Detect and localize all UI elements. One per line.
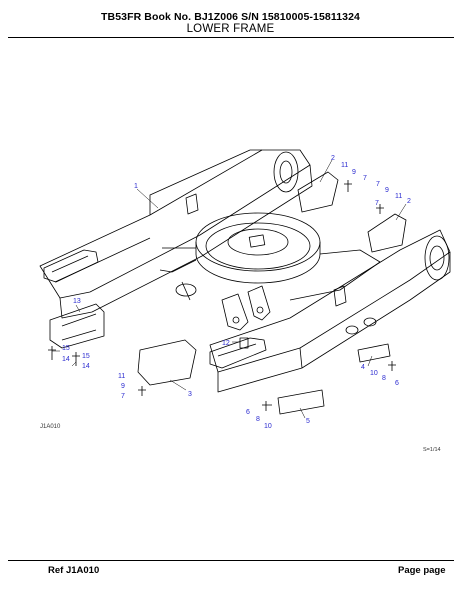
left-side-frame	[39, 149, 311, 299]
callout-2: 2	[331, 155, 335, 162]
bottom-divider	[8, 560, 454, 561]
callout-15: 15	[62, 345, 70, 352]
callout-6: 6	[395, 380, 399, 387]
drive-motor-housing-right	[424, 235, 450, 281]
footer-page: Page page	[398, 565, 446, 576]
bolt-stack-bracket	[48, 346, 80, 366]
swing-bearing-ring	[195, 212, 321, 272]
blade-lug-left	[221, 293, 249, 331]
callout-11: 11	[395, 193, 402, 200]
right-idler-guard	[209, 337, 267, 369]
header-subtitle: LOWER FRAME	[186, 23, 275, 35]
callout-6: 6	[246, 409, 250, 416]
callout-2: 2	[407, 198, 411, 205]
right-side-frame-bottom	[217, 252, 451, 393]
callout-7: 7	[376, 181, 380, 188]
callout-14: 14	[82, 363, 90, 370]
bolt-stack-cover-5	[262, 401, 272, 411]
bolt-stack-left-cover	[138, 386, 146, 396]
callout-10: 10	[370, 370, 378, 377]
motor-cover-right	[367, 213, 407, 253]
callout-1: 1	[134, 183, 138, 190]
side-cover-5	[277, 389, 325, 415]
side-cover-4	[357, 343, 391, 363]
frame-linework	[39, 149, 451, 415]
part-callouts: 1 2 2 3 4 5 6 6 7 7 7 7 8 8 9 9 9 10 10 …	[62, 155, 411, 430]
callout-9: 9	[352, 169, 356, 176]
callout-10: 10	[264, 423, 272, 430]
bolt-stack-upper-right	[344, 180, 352, 192]
figure-code: J1A010	[40, 424, 61, 430]
callout-9: 9	[121, 383, 125, 390]
bolt-stack-right-cover	[376, 204, 384, 214]
under-cover-3	[137, 339, 197, 386]
callout-5: 5	[306, 418, 310, 425]
leader-lines	[52, 159, 407, 419]
bolt-stack-cover-4	[388, 361, 396, 371]
callout-13: 13	[73, 298, 81, 305]
header-title: TB53FR Book No. BJ1Z006 S/N 15810005-158…	[101, 11, 360, 23]
scale-note: S=1/14	[423, 447, 441, 453]
top-divider	[8, 37, 454, 38]
callout-11: 11	[341, 162, 348, 169]
callout-15: 15	[82, 353, 90, 360]
callout-11: 11	[118, 373, 125, 380]
callout-8: 8	[256, 416, 260, 423]
motor-cover-left	[297, 171, 339, 213]
callout-3: 3	[188, 391, 192, 398]
center-body	[159, 247, 197, 273]
callout-12: 12	[222, 340, 230, 347]
bracket-13	[49, 303, 105, 349]
callout-9: 9	[385, 187, 389, 194]
blade-lug-right	[247, 285, 271, 321]
drive-motor-housing-left	[273, 151, 299, 193]
center-boss	[175, 283, 197, 297]
rear-crossbar	[149, 149, 262, 215]
footer-reference: Ref J1A010	[48, 565, 100, 576]
callout-7: 7	[375, 200, 379, 207]
callout-7: 7	[121, 393, 125, 400]
left-idler-guard	[43, 249, 99, 283]
callout-14: 14	[62, 356, 70, 363]
left-side-frame-bottom	[59, 164, 313, 319]
callout-7: 7	[363, 175, 367, 182]
callout-4: 4	[361, 364, 365, 371]
callout-8: 8	[382, 375, 386, 382]
plug-12	[239, 337, 249, 349]
